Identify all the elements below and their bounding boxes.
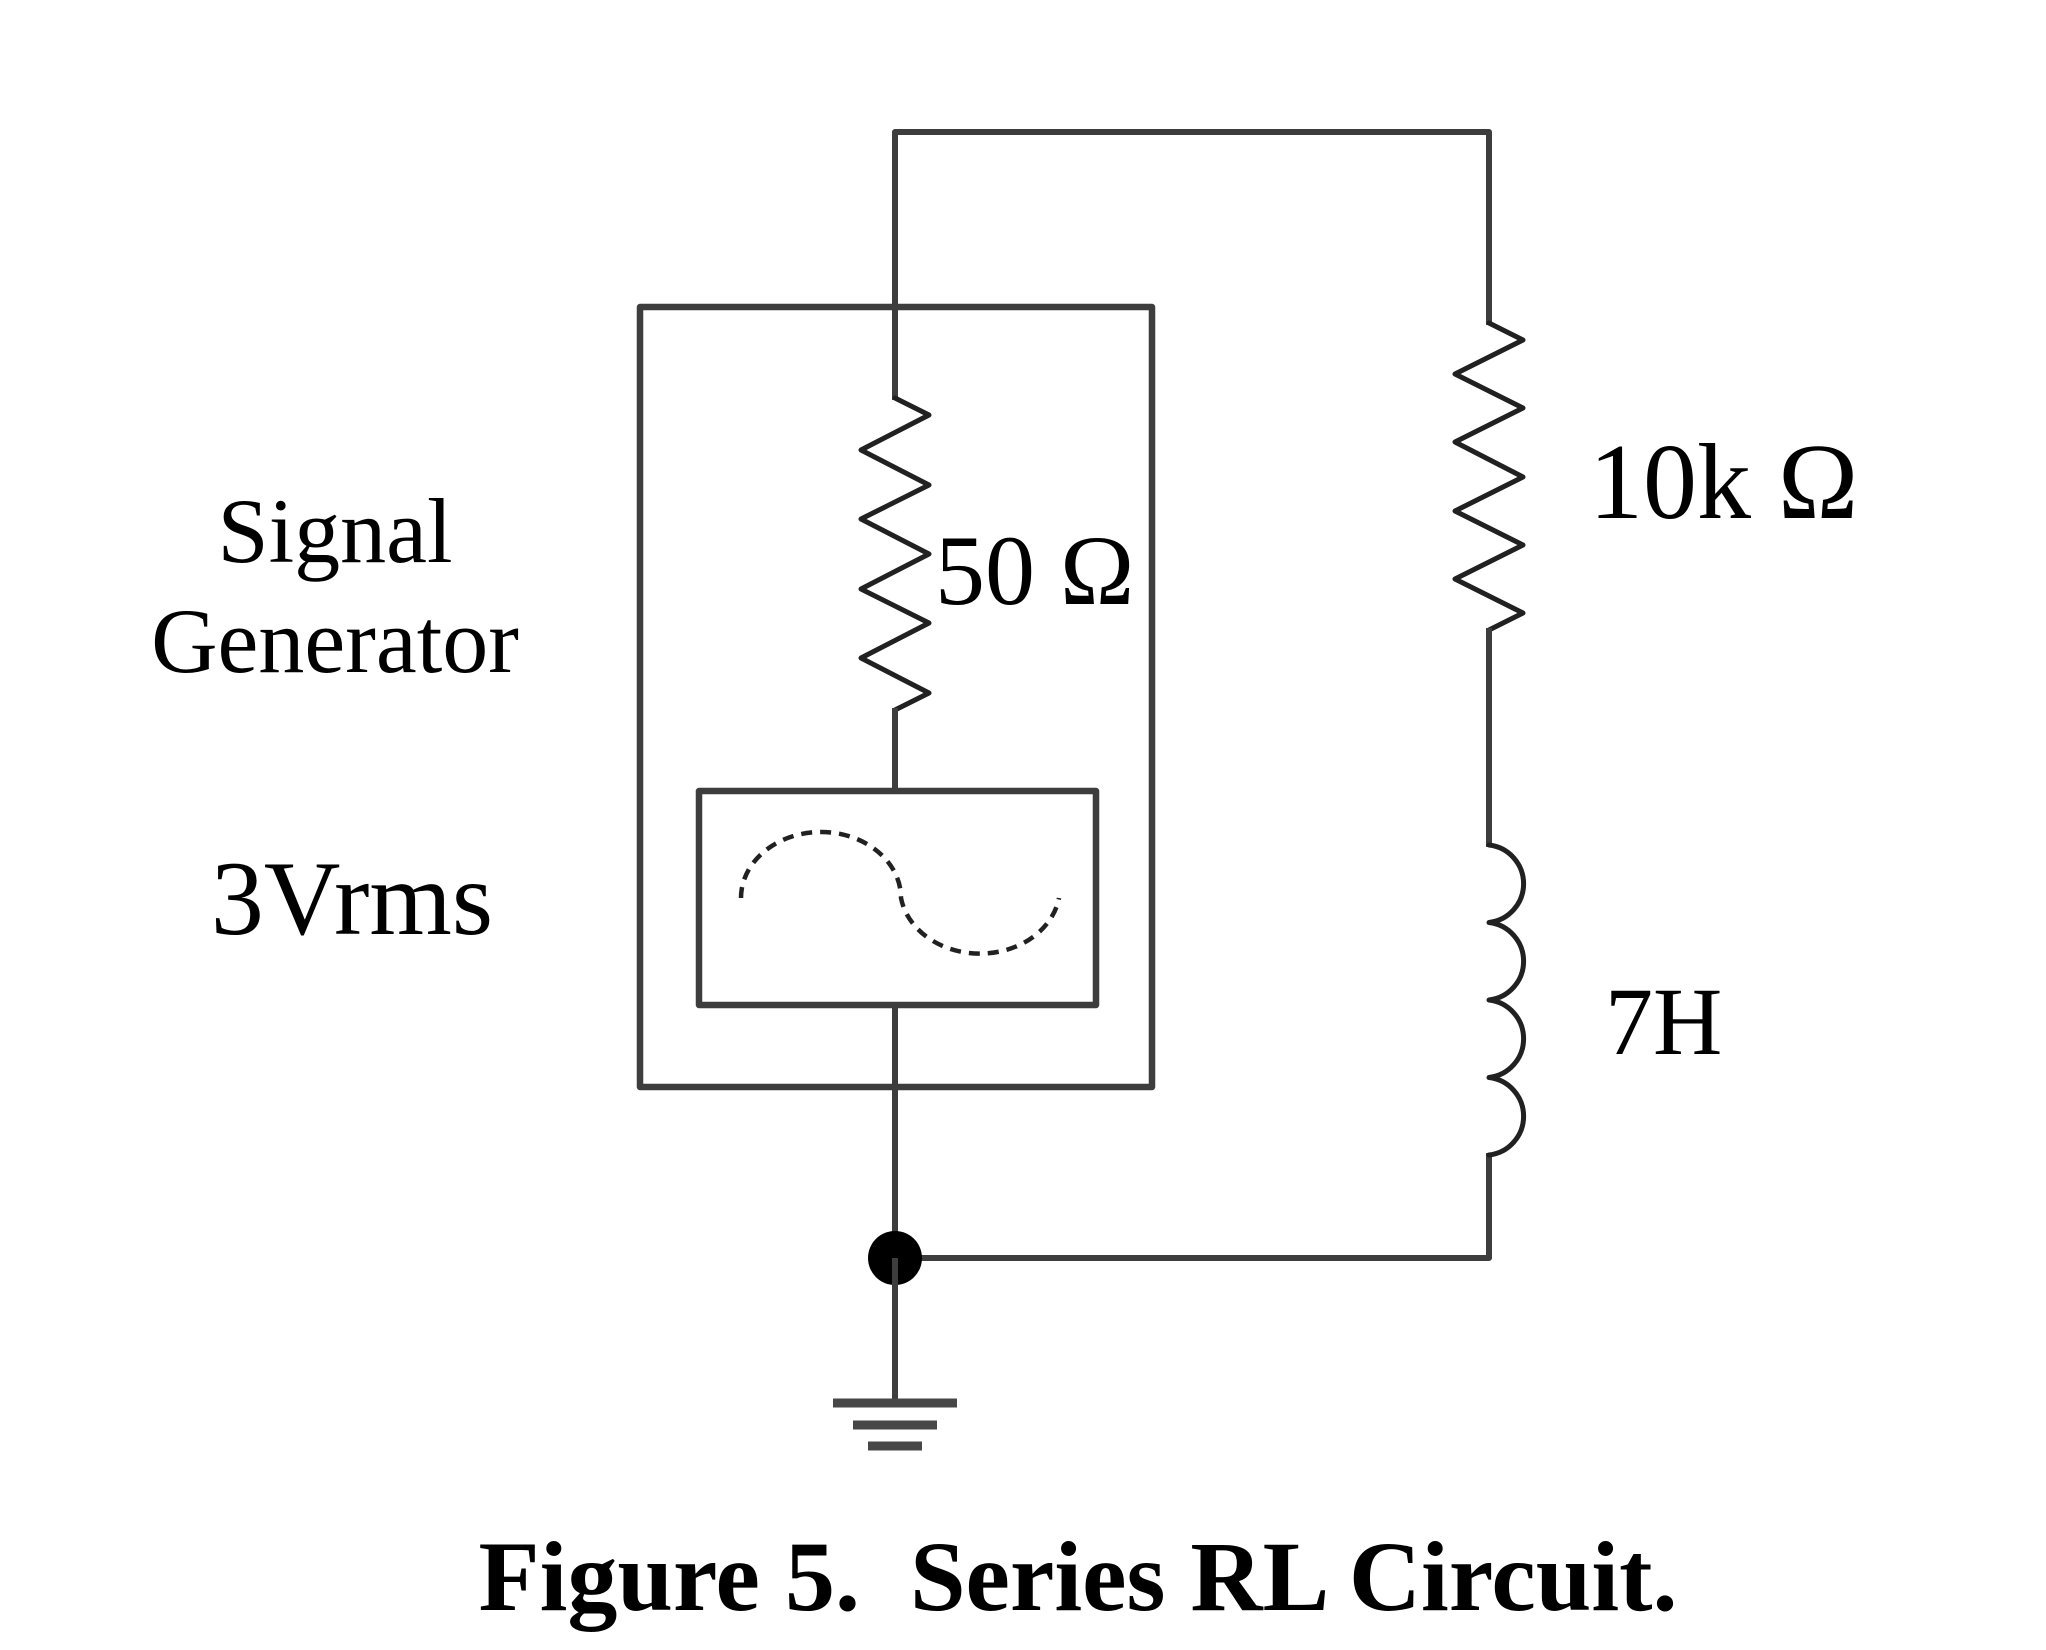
signal-generator-box: [636, 303, 1156, 1091]
figure-caption: Figure 5. Series RL Circuit.: [479, 1521, 1678, 1632]
inductance-label: 7H: [1605, 968, 1722, 1075]
signal-generator-label-line2: Generator: [151, 590, 519, 692]
top-wire: [892, 129, 1492, 400]
zigzag-resistor-icon: [1452, 320, 1526, 633]
coil-inductor-icon: [1486, 842, 1527, 1158]
sine-wave-icon: [738, 829, 1062, 956]
internal-resistance-label: 50 Ω: [935, 515, 1134, 626]
source-box: [695, 787, 1100, 1009]
earth-ground-icon: [833, 1258, 957, 1451]
load-resistance-label: 10k Ω: [1589, 423, 1858, 542]
source-voltage-label: 3Vrms: [211, 840, 493, 957]
zigzag-resistor-icon: [858, 395, 932, 713]
bottom-wire: [895, 1153, 1492, 1261]
signal-generator-label-line1: Signal: [217, 480, 452, 582]
